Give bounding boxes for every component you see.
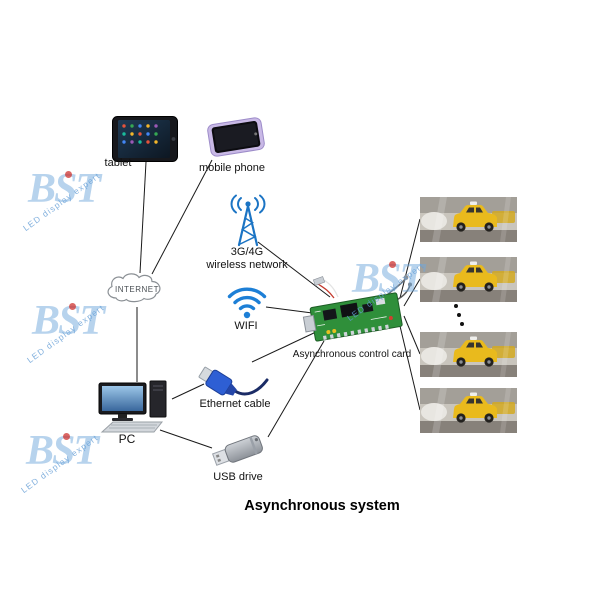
control-card-device [300,272,412,355]
more-screens-ellipsis [454,304,464,326]
led-screen-4 [420,388,517,433]
mobile-phone-label: mobile phone [198,162,266,174]
mobile-phone-icon [207,117,265,157]
antenna-3g4g-device [224,194,272,253]
ethernet-cable-icon [198,366,269,396]
usb-drive-icon [211,435,263,466]
ethernet-cable-device [198,356,272,405]
cloud-icon [107,273,161,303]
internet-label: INTERNET [115,285,159,294]
tablet-icon [112,116,178,162]
usb-drive-device [206,424,276,475]
pc-label: PC [118,432,136,446]
mobile-phone-device [204,114,268,165]
antenna-tower-icon [230,194,266,247]
taxi-photo-icon [420,388,517,433]
wifi-device [227,286,267,325]
wifi-icon [227,287,267,319]
diagram-title: Asynchronous system [244,498,400,514]
ethernet-cable-label: Ethernet cable [199,398,271,410]
usb-drive-label: USB drive [213,471,263,483]
taxi-photo-icon [420,197,517,242]
wifi-label: WIFI [234,320,258,332]
pc-icon [98,380,167,433]
led-screen-1 [420,197,517,242]
led-screen-2 [420,257,517,302]
taxi-photo-icon [420,332,517,377]
internet-cloud [102,271,172,314]
tablet-device [112,116,178,167]
control-card-label: Asynchronous control card [292,349,412,360]
control-card-icon [302,275,412,342]
network-3g4g-label-line1: 3G/4G [230,246,264,258]
led-screen-3 [420,332,517,377]
pc-device [98,380,172,439]
taxi-photo-icon [420,257,517,302]
tablet-label: tablet [104,157,132,169]
network-3g4g-label-line2: wireless network [206,259,288,271]
